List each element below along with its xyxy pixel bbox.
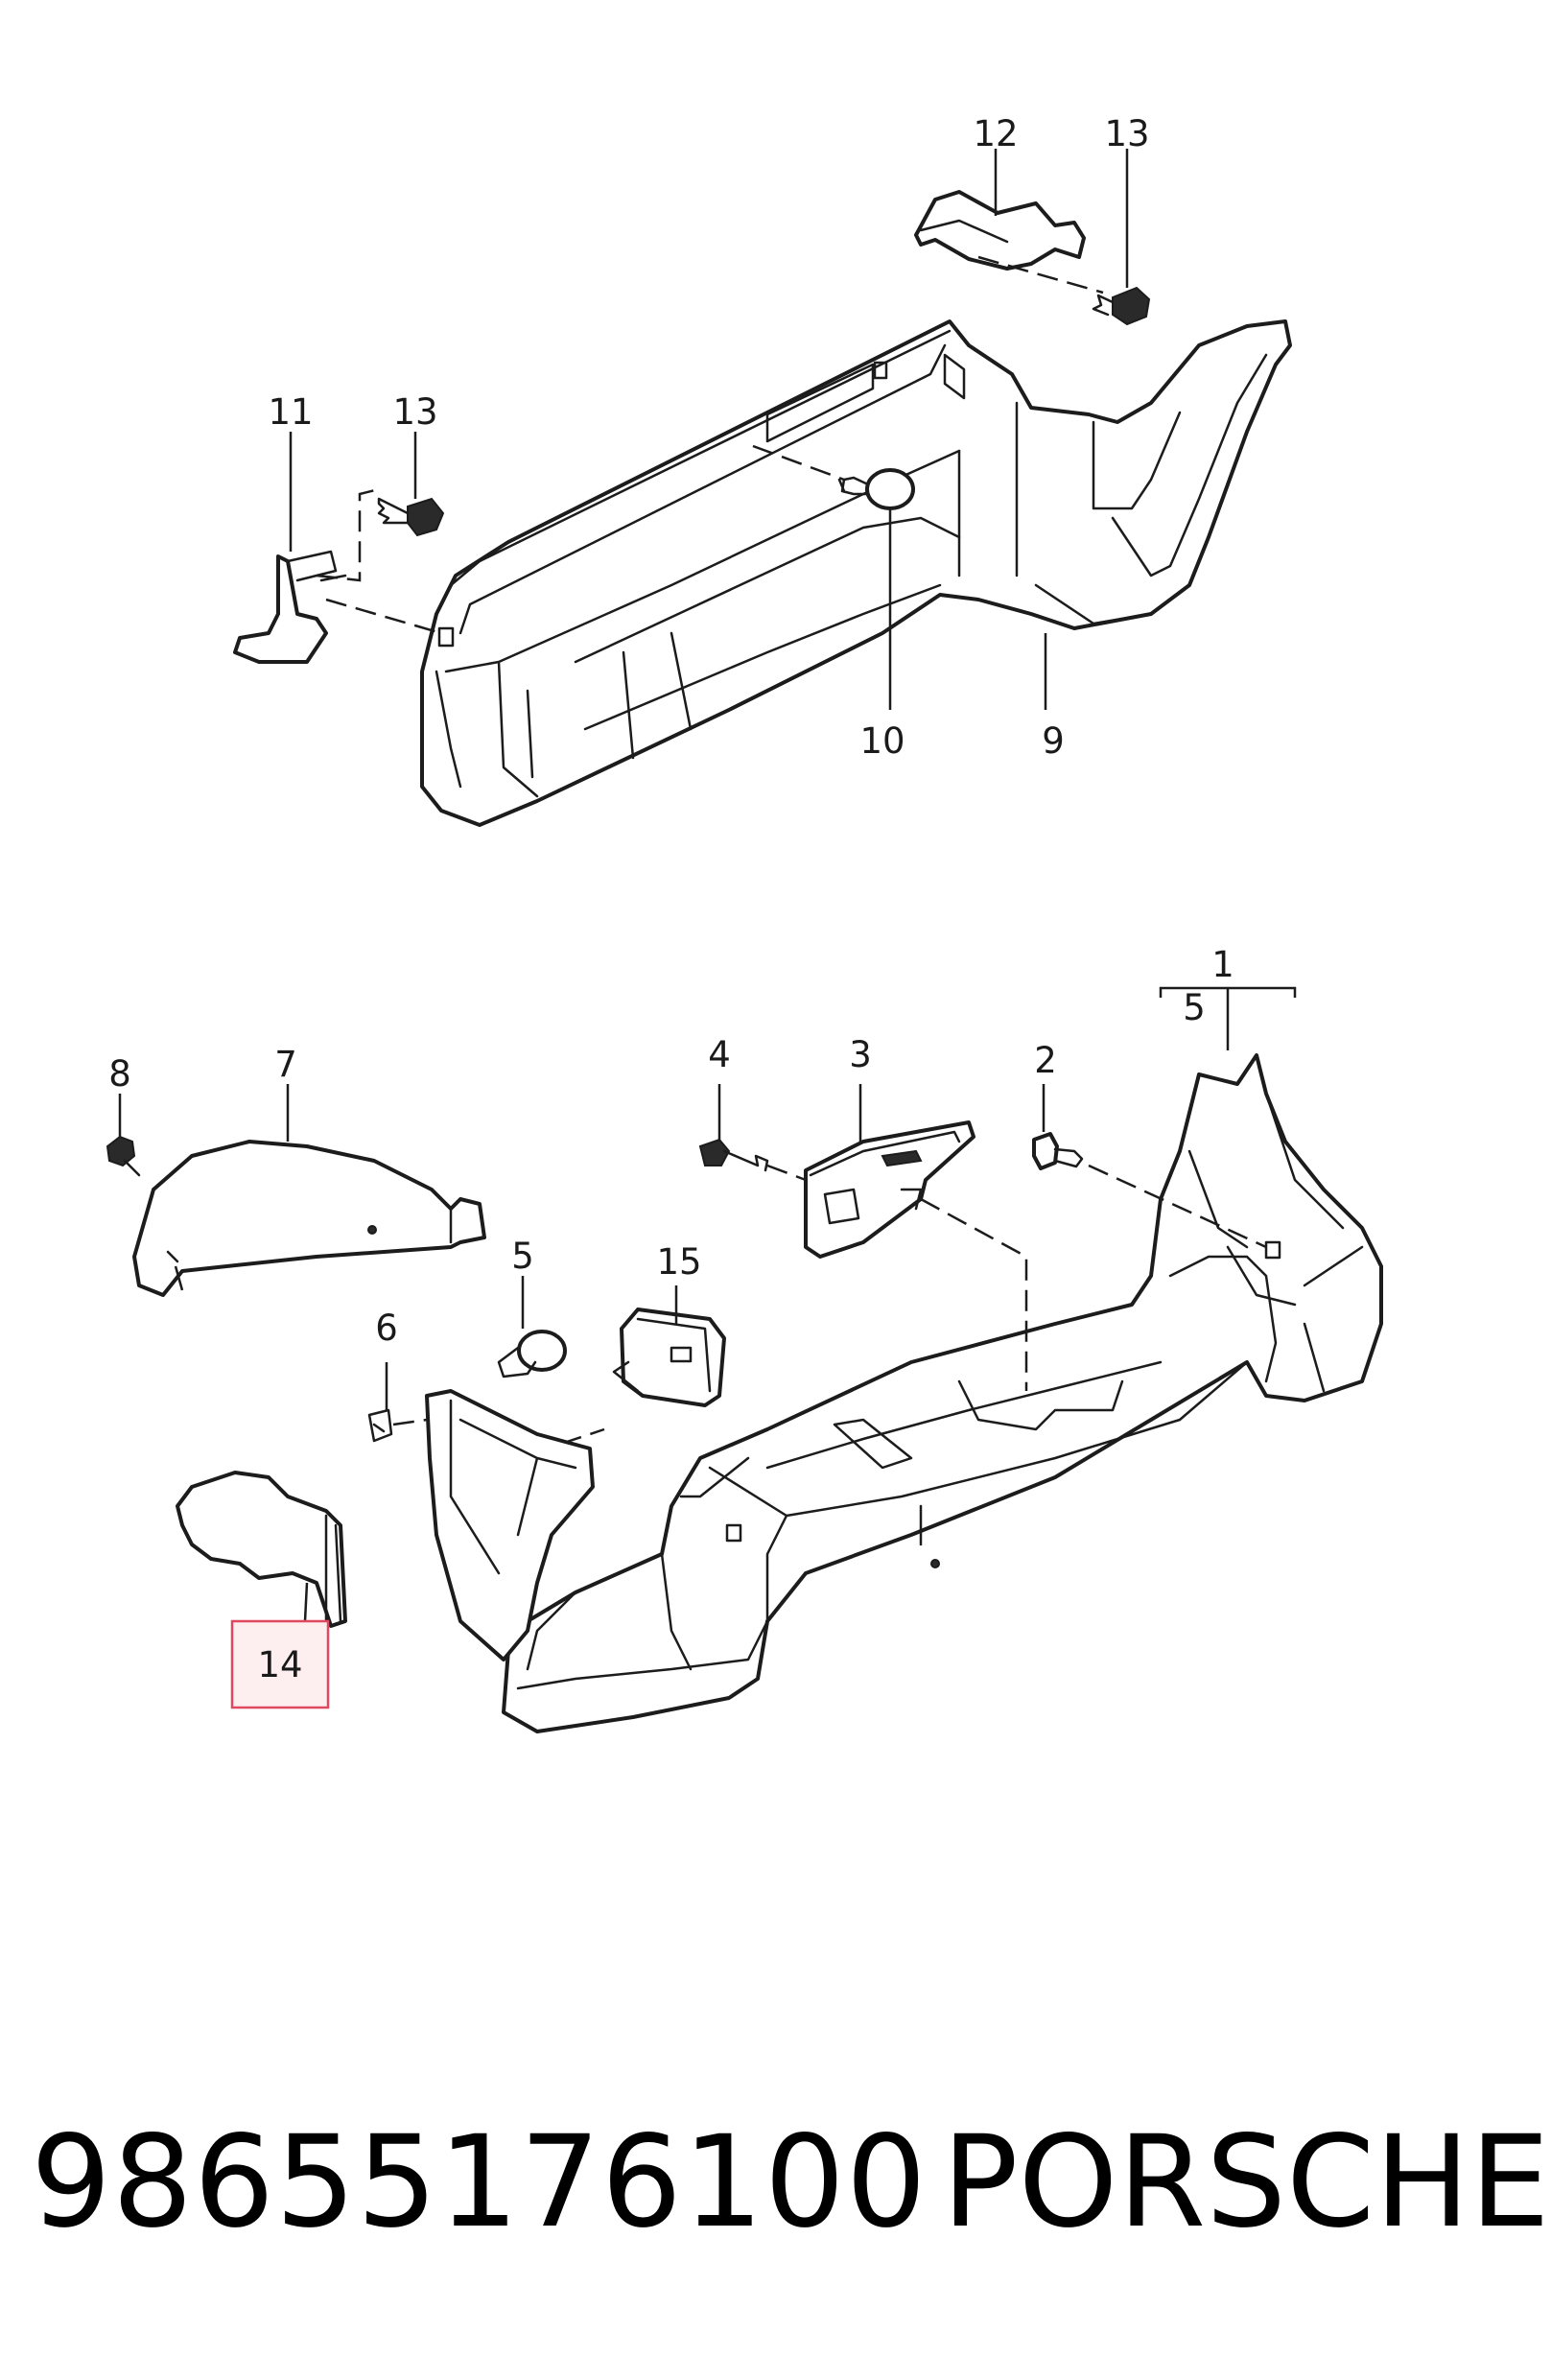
grommet-5 <box>497 1330 567 1379</box>
callout-4: 4 <box>708 1034 731 1075</box>
clip-6 <box>367 1408 393 1443</box>
panel-14 <box>176 1471 347 1628</box>
callout-7: 7 <box>274 1044 297 1085</box>
clip-2 <box>1032 1132 1084 1170</box>
callout-13-left: 13 <box>392 391 437 433</box>
callout-2: 2 <box>1034 1040 1057 1081</box>
callout-13-right: 13 <box>1104 113 1149 154</box>
callout-5-top: 5 <box>1183 987 1206 1028</box>
callout-1: 1 <box>1211 944 1234 985</box>
screw-13-right <box>1092 286 1151 326</box>
upper-assembly <box>420 319 1292 827</box>
brand-name: PORSCHE <box>942 2109 1550 2256</box>
callout-8: 8 <box>108 1053 131 1095</box>
callout-9: 9 <box>1042 720 1065 762</box>
screw-4 <box>698 1138 769 1172</box>
bracket-11 <box>233 550 347 664</box>
part-number: 98655176100 <box>31 2109 928 2256</box>
cover-7 <box>132 1140 486 1297</box>
screw-13-left <box>377 497 445 537</box>
trim-panel-9 <box>420 319 1292 827</box>
bracket-12 <box>914 190 1086 271</box>
callout-10: 10 <box>859 720 905 762</box>
highlight-box-14 <box>230 1619 330 1709</box>
lower-assembly <box>502 1053 1383 1733</box>
callout-15: 15 <box>656 1241 701 1283</box>
callout-bracket-1 <box>1159 986 1297 1050</box>
nut-8 <box>106 1135 141 1177</box>
callout-14: 14 <box>257 1644 302 1685</box>
side-panel <box>425 1389 595 1661</box>
light-15 <box>612 1308 726 1407</box>
footer: 98655176100 PORSCHE <box>0 2106 1551 2259</box>
callout-3: 3 <box>849 1034 872 1075</box>
callout-6: 6 <box>375 1308 398 1349</box>
callout-5-mid: 5 <box>511 1236 534 1277</box>
callout-11: 11 <box>268 391 313 433</box>
clip-10 <box>837 468 915 510</box>
callout-12: 12 <box>973 113 1018 154</box>
floor-trim-1 <box>502 1053 1383 1733</box>
handle-3 <box>804 1120 975 1259</box>
